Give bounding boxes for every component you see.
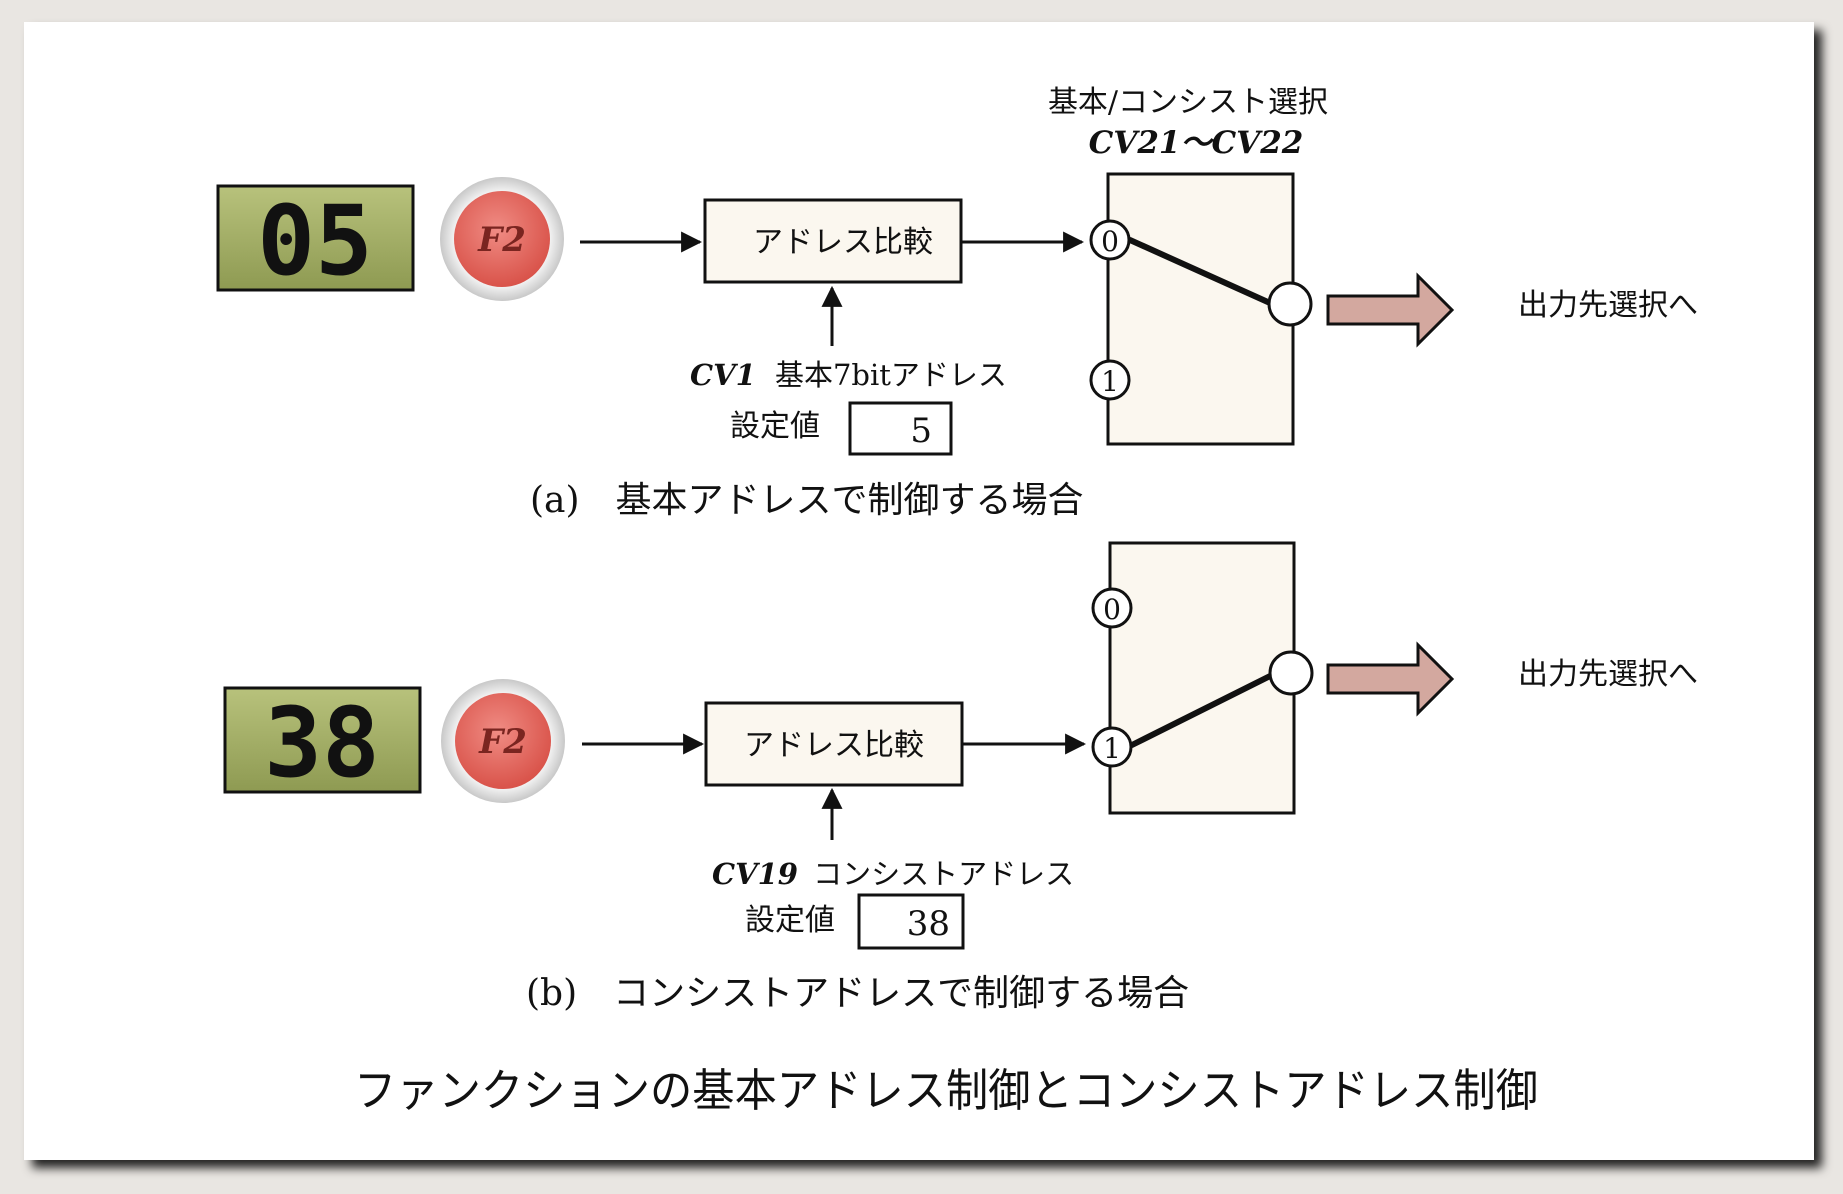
- setting-label: 設定値: [745, 903, 835, 938]
- output-label: 出力先選択へ: [1518, 657, 1698, 692]
- cv-code: CV1: [690, 358, 756, 392]
- switch-output-node: [1267, 281, 1313, 327]
- switch-port-1: [1089, 359, 1131, 401]
- cv-line: CV1 基本7bitアドレス: [690, 358, 1007, 392]
- port-0-label: 0: [1103, 593, 1121, 626]
- selector-switch-box: [1106, 172, 1295, 446]
- address-compare-label: アドレス比較: [753, 225, 933, 260]
- switch-port-1: [1091, 726, 1133, 768]
- output-arrow: [1326, 641, 1455, 717]
- lcd-value: 38: [264, 687, 380, 799]
- caption-b: (b) コンシストアドレスで制御する場合: [526, 973, 1189, 1014]
- caption-a: (a) 基本アドレスで制御する場合: [530, 480, 1084, 521]
- setting-value: 5: [910, 411, 932, 451]
- function-button[interactable]: [454, 191, 550, 287]
- port-1-label: 1: [1101, 365, 1119, 398]
- function-button-label: F2: [478, 722, 527, 762]
- address-compare-label: アドレス比較: [744, 728, 924, 763]
- section-b: 38 F2 アドレス比較 CV19 コンシストアドレス 設定値 38 0 1 出…: [223, 541, 1698, 1014]
- switch-port-0: [1091, 587, 1133, 629]
- setting-value: 38: [907, 904, 950, 944]
- function-button[interactable]: [455, 693, 551, 789]
- lcd-display: [216, 184, 415, 292]
- address-compare-box: [703, 198, 963, 284]
- cv-code: CV19: [712, 857, 798, 891]
- switch-lever: [1129, 672, 1275, 748]
- output-label: 出力先選択へ: [1518, 288, 1698, 323]
- figure-title: ファンクションの基本アドレス制御とコンシストアドレス制御: [354, 1064, 1538, 1117]
- switch-output-node: [1268, 650, 1314, 696]
- switch-cv-range: CV21～CV22: [1089, 125, 1304, 161]
- lcd-value: 05: [257, 185, 373, 297]
- cv-name: コンシストアドレス: [813, 857, 1074, 891]
- setting-label: 設定値: [730, 409, 820, 444]
- port-0-label: 0: [1101, 225, 1119, 258]
- cv-line: CV19 コンシストアドレス: [712, 857, 1074, 891]
- cv-name: 基本7bitアドレス: [775, 358, 1007, 392]
- lcd-display: [223, 686, 422, 794]
- setting-value-box: [857, 893, 965, 950]
- section-a: 05 F2 アドレス比較 CV1 基本7bitアドレス 設定値 5 基本/コンシ…: [216, 85, 1698, 521]
- port-1-label: 1: [1103, 732, 1121, 765]
- output-arrow: [1326, 272, 1455, 348]
- setting-value-box: [848, 401, 953, 456]
- function-button-label: F2: [477, 220, 526, 260]
- switch-title: 基本/コンシスト選択: [1048, 85, 1328, 120]
- switch-port-0: [1089, 219, 1131, 261]
- switch-lever: [1127, 237, 1273, 306]
